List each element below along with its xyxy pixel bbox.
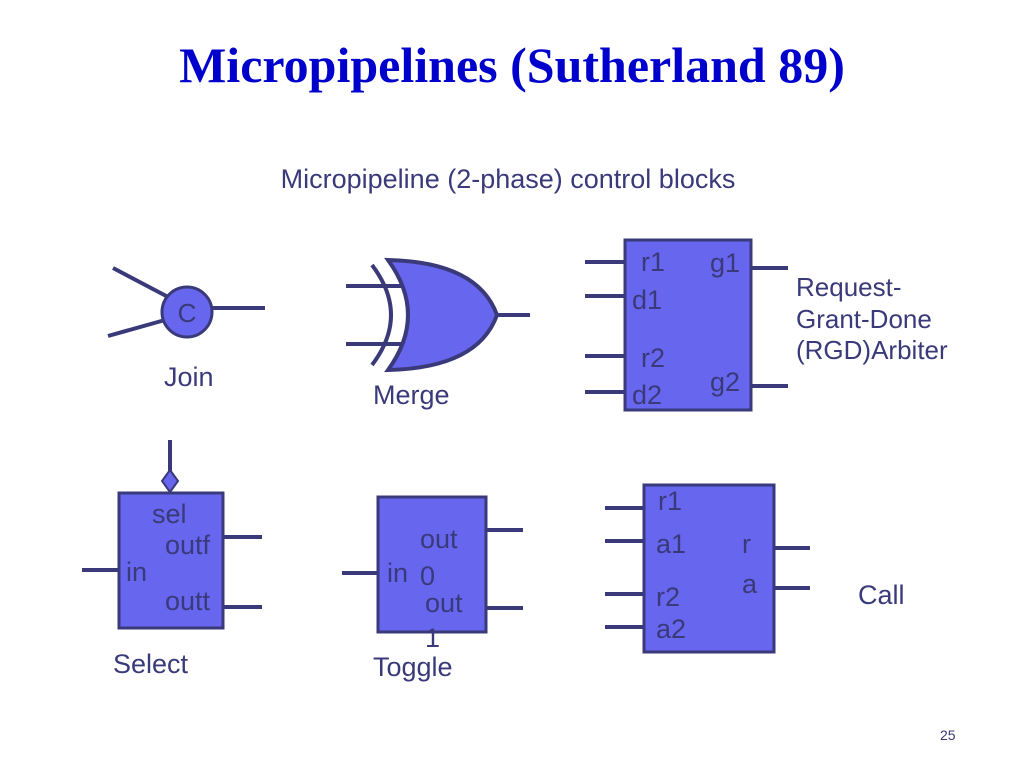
- arbiter-pin-r2: r2: [641, 343, 666, 373]
- join-element: C: [107, 266, 265, 339]
- arbiter-caption: Request- Grant-Done (RGD)Arbiter: [796, 272, 948, 367]
- arbiter-pin-g2: g2: [710, 367, 741, 397]
- merge-element: [346, 257, 530, 373]
- call-box: [642, 483, 776, 654]
- toggle-box: [376, 495, 488, 634]
- join-c-gate: [160, 285, 214, 339]
- arbiter-pin-d1: d1: [632, 285, 663, 315]
- select-caption: Select: [113, 649, 189, 679]
- toggle-pin-out0-a: out: [420, 524, 458, 554]
- slide-title: Micropipelines (Sutherland 89): [179, 37, 845, 93]
- arbiter-caption-line-3: (RGD)Arbiter: [796, 335, 948, 366]
- call-element: [605, 483, 810, 654]
- toggle-pin-in: in: [387, 558, 409, 588]
- merge-xor-body: [384, 257, 500, 373]
- call-pin-a1: a1: [656, 529, 687, 559]
- call-pin-a2: a2: [656, 614, 687, 644]
- join-gate-letter: C: [178, 298, 197, 328]
- arbiter-box: [623, 238, 753, 412]
- select-pin-in: in: [126, 557, 148, 587]
- join-input-wire-2: [107, 318, 166, 338]
- merge-caption: Merge: [373, 380, 450, 410]
- arbiter-pin-d2: d2: [632, 380, 663, 410]
- call-pin-r: r: [742, 529, 751, 559]
- call-pin-a: a: [742, 569, 758, 599]
- join-input-wire-1: [112, 266, 171, 300]
- arbiter-caption-line-2: Grant-Done: [796, 303, 932, 334]
- page-number: 25: [940, 727, 956, 743]
- select-pin-outt: outt: [165, 586, 211, 616]
- call-pin-r1: r1: [658, 486, 683, 516]
- slide-subtitle: Micropipeline (2-phase) control blocks: [280, 164, 736, 194]
- join-caption: Join: [164, 362, 214, 392]
- arbiter-element: [585, 238, 788, 412]
- select-pin-sel: sel: [152, 499, 187, 529]
- select-box: [117, 491, 225, 630]
- toggle-pin-out1-a: out: [425, 588, 463, 618]
- toggle-pin-out0-b: 0: [420, 561, 436, 591]
- select-sel-diamond: [160, 468, 180, 494]
- call-pin-r2: r2: [656, 582, 681, 612]
- call-caption: Call: [858, 580, 905, 610]
- merge-xor-back-arc: [370, 263, 393, 367]
- toggle-pin-out1-b: 1: [425, 623, 441, 653]
- arbiter-pin-r1: r1: [641, 247, 666, 277]
- select-element: [82, 440, 262, 630]
- arbiter-caption-line-1: Request-: [796, 272, 902, 302]
- arbiter-pin-g1: g1: [710, 248, 741, 278]
- toggle-element: [342, 495, 523, 634]
- select-pin-outf: outf: [165, 530, 211, 560]
- toggle-caption: Toggle: [373, 652, 453, 682]
